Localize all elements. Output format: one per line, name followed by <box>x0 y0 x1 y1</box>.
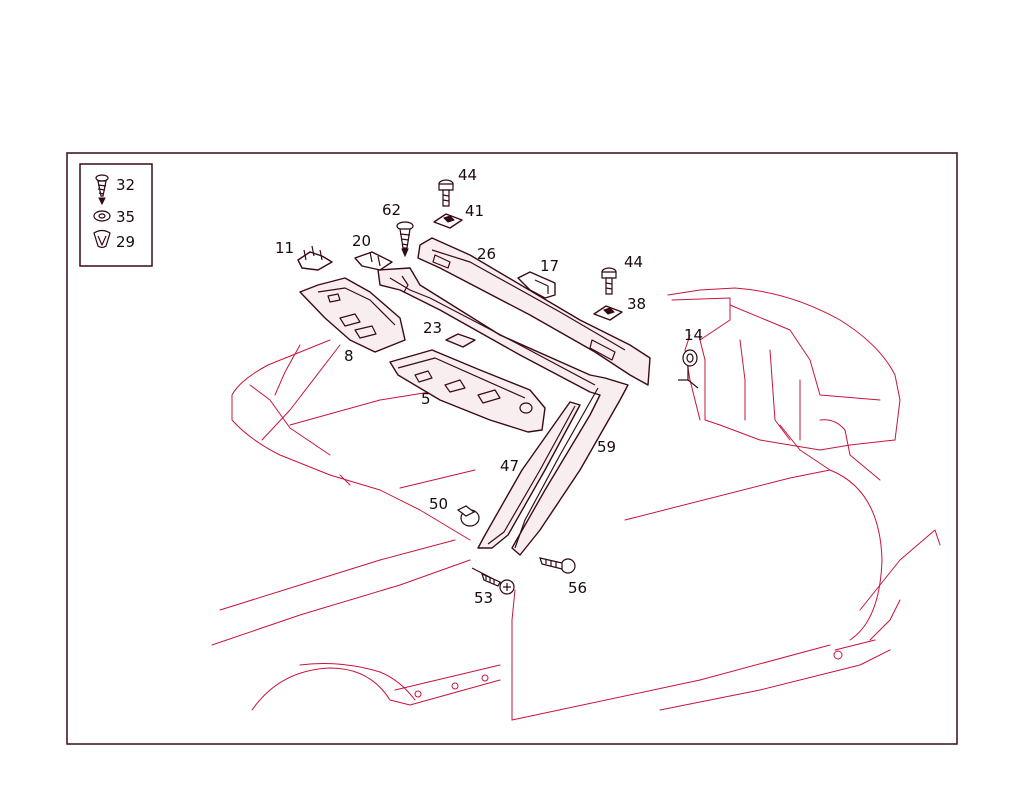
label-part-59[interactable]: 59 <box>597 438 616 456</box>
washer-icon <box>93 210 111 222</box>
label-part-62[interactable]: 62 <box>382 201 401 219</box>
legend-label-35: 35 <box>116 208 135 226</box>
label-part-38[interactable]: 38 <box>627 295 646 313</box>
part-14-fastener[interactable] <box>678 349 699 389</box>
part-38-nut-plate[interactable] <box>593 305 623 321</box>
part-5-trim-panel[interactable] <box>389 349 546 433</box>
label-part-20[interactable]: 20 <box>352 232 371 250</box>
label-part-8[interactable]: 8 <box>344 347 354 365</box>
screw-icon <box>95 174 109 206</box>
part-44-bolt-top[interactable] <box>438 179 454 207</box>
part-59-a-pillar-frame[interactable] <box>377 267 629 556</box>
part-20-bracket[interactable] <box>354 251 393 271</box>
label-part-5[interactable]: 5 <box>421 390 431 408</box>
clip-icon <box>93 229 111 249</box>
label-part-53[interactable]: 53 <box>474 589 493 607</box>
label-part-44-right[interactable]: 44 <box>624 253 643 271</box>
part-23-pad[interactable] <box>445 333 476 348</box>
legend-label-32: 32 <box>116 176 135 194</box>
label-part-56[interactable]: 56 <box>568 579 587 597</box>
part-11-clip[interactable] <box>297 245 333 271</box>
label-part-26[interactable]: 26 <box>477 245 496 263</box>
part-50-plug[interactable] <box>456 505 480 527</box>
legend-box: 32 35 29 <box>79 163 153 267</box>
part-62-screw[interactable] <box>396 221 414 258</box>
car-body-outline <box>211 287 941 721</box>
label-part-47[interactable]: 47 <box>500 457 519 475</box>
diagram-frame <box>66 152 958 745</box>
label-part-17[interactable]: 17 <box>540 257 559 275</box>
part-8-trim-panel[interactable] <box>299 277 406 353</box>
label-part-23[interactable]: 23 <box>423 319 442 337</box>
label-part-14[interactable]: 14 <box>684 326 703 344</box>
part-56-screw[interactable] <box>539 557 576 574</box>
label-part-44-top[interactable]: 44 <box>458 166 477 184</box>
label-part-50[interactable]: 50 <box>429 495 448 513</box>
part-44-bolt-right[interactable] <box>601 267 617 295</box>
part-41-nut-plate[interactable] <box>433 213 463 229</box>
part-17-bracket[interactable] <box>517 271 556 299</box>
part-47-pillar-trim-strip[interactable] <box>477 401 581 549</box>
part-53-screw[interactable] <box>471 567 515 595</box>
legend-label-29: 29 <box>116 233 135 251</box>
label-part-11[interactable]: 11 <box>275 239 294 257</box>
label-part-41[interactable]: 41 <box>465 202 484 220</box>
part-26-roof-frame-rail[interactable] <box>417 237 651 386</box>
